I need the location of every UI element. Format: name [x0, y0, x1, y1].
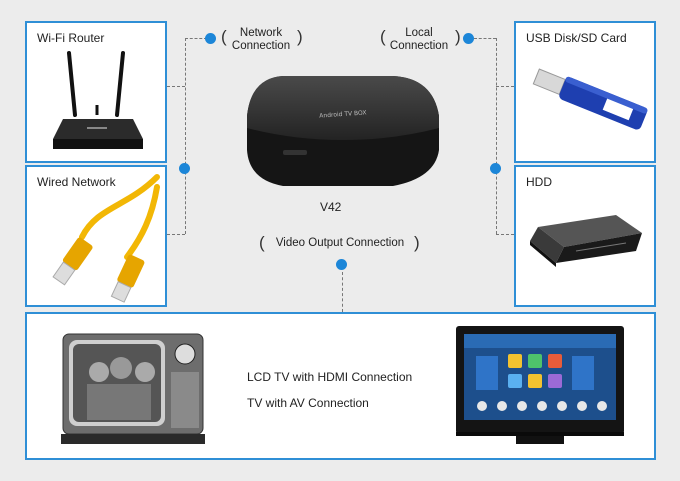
- video-paren-close: ): [414, 233, 420, 252]
- line-right-vertical: [496, 38, 497, 234]
- hdd-panel: HDD: [514, 165, 656, 307]
- video-dot: [336, 259, 347, 270]
- wired-network-label: Wired Network: [37, 175, 116, 189]
- retro-tv-icon: [61, 333, 205, 444]
- right-mid-dot: [490, 163, 501, 174]
- lcd-tv-icon: [456, 326, 624, 444]
- hdd-icon: [530, 215, 642, 267]
- network-dot: [205, 33, 216, 44]
- router-icon: [53, 51, 143, 149]
- line-usb: [496, 86, 514, 87]
- line-router: [167, 86, 185, 87]
- network-paren-open: (: [221, 27, 227, 46]
- line-left-vertical: [185, 38, 186, 234]
- local-connection-label: Local Connection: [389, 27, 449, 52]
- usb-drive-icon: [532, 68, 648, 130]
- video-paren-open: (: [259, 233, 265, 252]
- hdd-label: HDD: [526, 175, 552, 189]
- line-hdd: [496, 234, 514, 235]
- device-model-label: V42: [320, 200, 342, 214]
- tv-panel: LCD TV with HDMI Connection TV with AV C…: [25, 312, 656, 460]
- line-wired: [167, 234, 185, 235]
- line-top-right: [474, 38, 496, 39]
- box-print-text: Android TV BOX: [319, 109, 367, 119]
- local-dot: [463, 33, 474, 44]
- line-video-output: [342, 272, 343, 312]
- lcd-tv-label: LCD TV with HDMI Connection: [247, 370, 413, 384]
- wifi-router-label: Wi-Fi Router: [37, 31, 105, 45]
- network-paren-close: ): [297, 27, 303, 46]
- usb-disk-label: USB Disk/SD Card: [526, 31, 627, 45]
- local-paren-close: ): [455, 27, 461, 46]
- local-paren-open: (: [380, 27, 386, 46]
- left-mid-dot: [179, 163, 190, 174]
- video-output-label: Video Output Connection: [275, 237, 405, 249]
- usb-disk-panel: USB Disk/SD Card: [514, 21, 656, 163]
- network-connection-label: Network Connection: [231, 27, 291, 52]
- line-top-left: [185, 38, 207, 39]
- tv-box-device: Android TV BOX: [247, 76, 439, 186]
- ethernet-cable-icon: [52, 174, 160, 303]
- wifi-router-panel: Wi-Fi Router: [25, 21, 167, 163]
- av-tv-label: TV with AV Connection: [247, 396, 369, 410]
- wired-network-panel: Wired Network: [25, 165, 167, 307]
